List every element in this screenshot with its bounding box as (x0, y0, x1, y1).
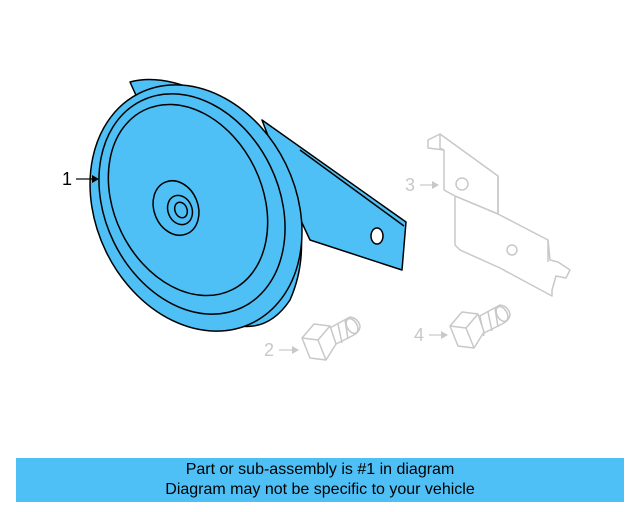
callout-number-1: 1 (62, 169, 72, 189)
callout-4: 4 (414, 325, 448, 345)
callout-number-2: 2 (264, 340, 274, 360)
bolt-part-2 (301, 316, 361, 361)
bracket-part-3 (427, 133, 571, 297)
callout-2: 2 (264, 340, 299, 360)
banner-line-part-number: Part or sub-assembly is #1 in diagram (185, 461, 455, 478)
horn-part-1 (89, 78, 407, 332)
parts-diagram: 1 2 3 4 (62, 78, 571, 361)
info-banner: Part or sub-assembly is #1 in diagram Di… (16, 458, 624, 502)
callout-1: 1 (62, 169, 99, 189)
callout-3: 3 (405, 175, 439, 195)
bolt-part-4 (449, 304, 511, 349)
callout-number-4: 4 (414, 325, 424, 345)
banner-line-disclaimer: Diagram may not be specific to your vehi… (165, 481, 475, 498)
callout-number-3: 3 (405, 175, 415, 195)
